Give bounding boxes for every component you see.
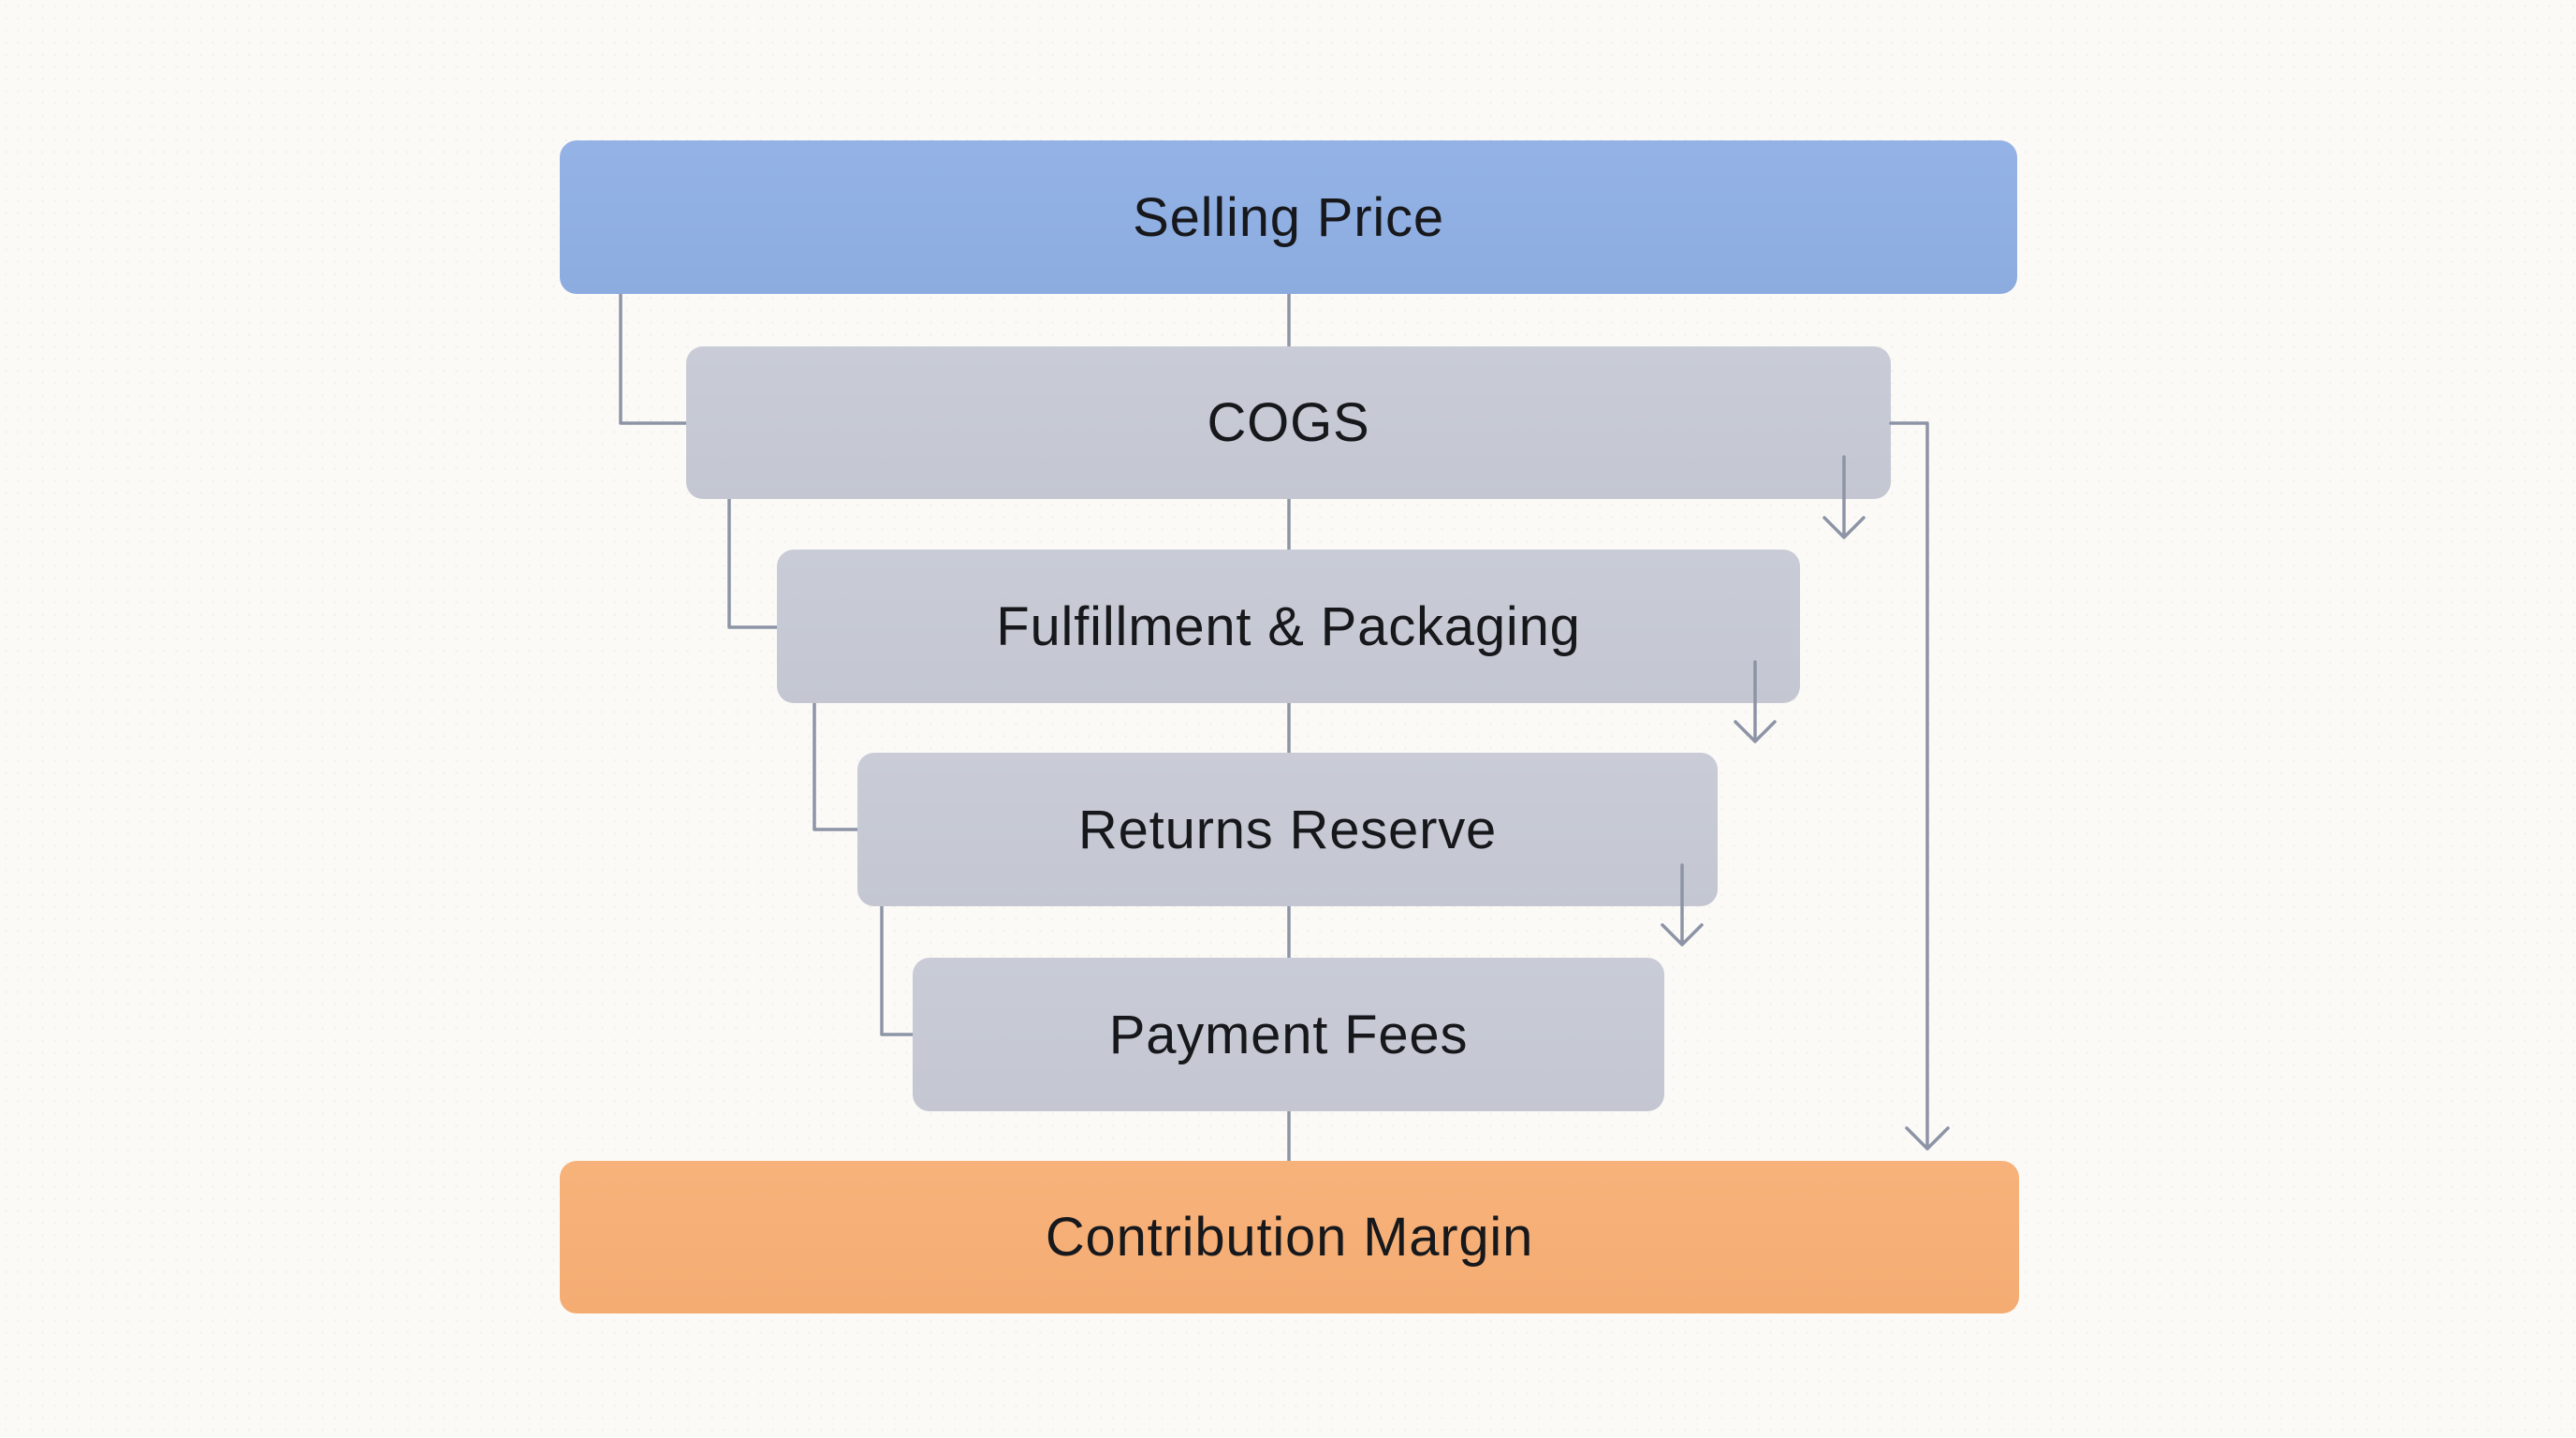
arrowhead-icon bbox=[1661, 923, 1704, 946]
elbow-returns-to-payment bbox=[880, 903, 915, 1036]
elbow-fulfillment-to-returns bbox=[812, 701, 859, 831]
node-selling-price: Selling Price bbox=[560, 140, 2017, 294]
node-fulfillment-packaging: Fulfillment & Packaging bbox=[777, 550, 1800, 703]
node-payment-fees: Payment Fees bbox=[913, 958, 1664, 1111]
node-cogs-label: COGS bbox=[1207, 392, 1370, 453]
arrowhead-icon bbox=[1822, 516, 1866, 539]
node-contribution-margin: Contribution Margin bbox=[560, 1161, 2019, 1313]
arrowhead-icon bbox=[1905, 1126, 1950, 1151]
node-cogs: COGS bbox=[686, 346, 1891, 499]
node-payment-fees-label: Payment Fees bbox=[1108, 1004, 1469, 1065]
node-selling-price-label: Selling Price bbox=[1133, 186, 1444, 248]
elbow-selling-to-cogs bbox=[619, 291, 688, 425]
node-fulfillment-packaging-label: Fulfillment & Packaging bbox=[996, 595, 1581, 657]
elbow-cogs-to-fulfillment bbox=[727, 497, 779, 629]
node-returns-reserve: Returns Reserve bbox=[857, 753, 1718, 906]
bypass-arrow-cogs-to-margin bbox=[1889, 421, 1950, 1151]
arrowhead-icon bbox=[1734, 720, 1777, 743]
node-contribution-margin-label: Contribution Margin bbox=[1045, 1207, 1534, 1268]
node-returns-reserve-label: Returns Reserve bbox=[1077, 799, 1498, 860]
